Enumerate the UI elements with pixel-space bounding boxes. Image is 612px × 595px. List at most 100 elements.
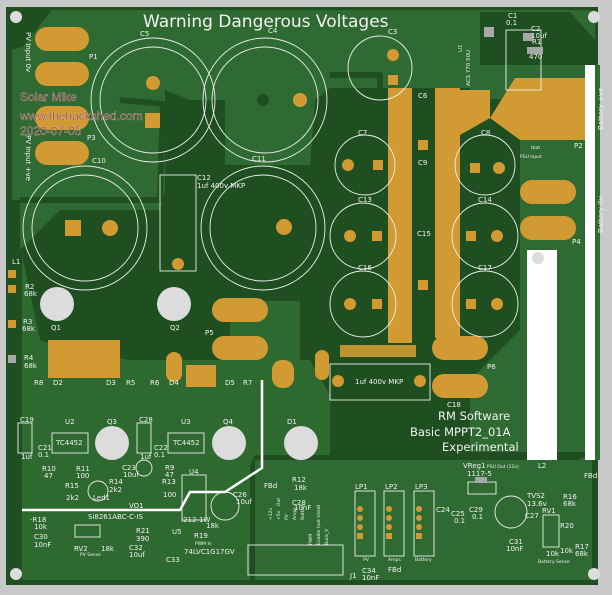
lp3-label: LP3 — [415, 483, 428, 491]
j1-12v-label: +12v — [268, 508, 274, 520]
fbd-label: FBd — [264, 482, 277, 490]
r3-value: 68k — [22, 325, 36, 333]
c3-label: C3 — [388, 28, 397, 36]
r2-value: 68k — [24, 290, 38, 298]
r15-label: R15 — [65, 482, 79, 490]
lp1-label: LP1 — [355, 483, 368, 491]
lp3-sublabel: Battery — [415, 557, 432, 563]
rv2-label: RV2 — [74, 545, 88, 553]
c30-value: 10nF — [34, 541, 51, 549]
l2-label: L2 — [538, 462, 546, 470]
r9-value: 47 — [165, 471, 174, 479]
r11-label: R11 — [76, 465, 90, 473]
c25-value: 0.1 — [454, 517, 465, 525]
j1-enable-label: Enable (not Used) — [316, 504, 322, 545]
designators: P1 P3 P2 P4 P5 P6 C5 C4 C3 C10 C11 C12 1… — [12, 12, 597, 582]
j1-pwm-label: PWM — [308, 534, 314, 545]
vreg1-value: 1117-5 — [467, 470, 492, 478]
j1-5v-label: +5v — [276, 510, 282, 520]
c33-label: C33 — [166, 556, 180, 564]
q2-label: Q2 — [170, 324, 180, 332]
vreg1-label: VReg1 — [463, 462, 486, 470]
r4-value: 68k — [24, 362, 38, 370]
capacitors — [22, 35, 519, 401]
c23-label: C23 — [122, 464, 136, 472]
mounting-hole-icon — [588, 11, 600, 23]
d2-label: D2 — [53, 379, 63, 387]
c27-label: C27 — [525, 512, 539, 520]
u2-value: TC4452 — [55, 439, 83, 447]
r12-label: R12 — [292, 476, 306, 484]
footer-line3: Experimental — [442, 440, 519, 454]
c31-value: 10nF — [506, 545, 523, 553]
r14-label: R14 — [109, 478, 123, 486]
q1-label: Q1 — [51, 324, 61, 332]
c26-value: 10uf — [236, 498, 252, 506]
p5-label: P5 — [205, 329, 214, 337]
c19-label: C19 — [20, 416, 34, 424]
q4-label: Q4 — [223, 418, 234, 426]
fbd-second-label: FBd — [388, 566, 401, 574]
battery-bus-slot — [527, 250, 557, 460]
isolation-line — [22, 380, 264, 512]
warning-title: Warning Dangerous Voltages — [143, 12, 389, 32]
c23-value: 10uf — [123, 471, 139, 479]
j1-amps-label: Amps — [292, 507, 298, 520]
u4-value: I212-1W — [181, 516, 210, 524]
c28-second-label: C28 — [292, 499, 306, 507]
lp1-sublabel: PV — [363, 557, 370, 563]
pwm-in-label: PWM In — [195, 541, 212, 547]
r17-label: R17 — [575, 543, 589, 551]
c2-value: 10uf — [531, 32, 547, 40]
r5-label: R5 — [126, 379, 135, 387]
r18-value: 10k — [34, 523, 48, 531]
p3-label: P3 — [87, 134, 96, 142]
battery-ve-label: Battery +ve — [597, 88, 605, 130]
c32-value: 10uf — [129, 551, 145, 559]
fbd-third-label: FBd — [584, 472, 597, 480]
q3-label: Q3 — [107, 418, 117, 426]
pv-input-ve-label: PV Input +ve — [24, 135, 32, 181]
j1-pv-label: PV — [284, 513, 290, 520]
d4-label: D4 — [169, 379, 179, 387]
r17-value: 68k — [575, 550, 589, 558]
c19-value: 1uf — [21, 453, 33, 461]
r13-label: R13 — [162, 478, 176, 486]
d5-label: D5 — [225, 379, 235, 387]
c32-label: C32 — [129, 544, 143, 552]
c16-label: C16 — [358, 264, 372, 272]
j1-label: J1 — [349, 572, 357, 580]
mounting-hole-icon — [10, 11, 22, 23]
c5-label: C5 — [140, 30, 149, 38]
c1-value: 0.1 — [506, 19, 517, 27]
c34-value: 10nF — [362, 574, 379, 582]
vo1-label: VO1 — [129, 502, 144, 510]
bus-bars — [388, 65, 595, 460]
signature-site: www.thebackshed.com — [19, 109, 143, 123]
acs-label: ACS 770 50U — [466, 50, 472, 86]
u3-value: TC4452 — [172, 439, 200, 447]
c10-label: C10 — [92, 157, 106, 165]
c25-label: C25 — [451, 510, 465, 518]
tvs2-value: 13.6v — [527, 500, 547, 508]
small-components — [8, 27, 560, 576]
c1-label: C1 — [508, 12, 517, 20]
j1-out-label: Out — [276, 498, 282, 506]
u5-label: U5 — [172, 528, 182, 536]
r21-label: R21 — [136, 527, 150, 535]
c24-label: C24 — [436, 506, 450, 514]
lp2-sublabel: Amps — [388, 557, 401, 563]
c9-label: C9 — [418, 159, 427, 167]
screw-terminals — [35, 27, 576, 398]
c8-label: C8 — [481, 129, 490, 137]
c18-label: C18 — [447, 401, 461, 409]
p2-label: P2 — [574, 142, 583, 150]
led1-label: Led1 — [93, 494, 110, 502]
battery-edge-slot — [585, 65, 595, 460]
r1-label: R1 — [532, 38, 541, 46]
c34-label: C34 — [362, 567, 376, 575]
r20-value: 10k — [560, 547, 574, 555]
r2-label: R2 — [25, 283, 34, 291]
battery-sense-label: Battery Sense — [538, 559, 570, 565]
